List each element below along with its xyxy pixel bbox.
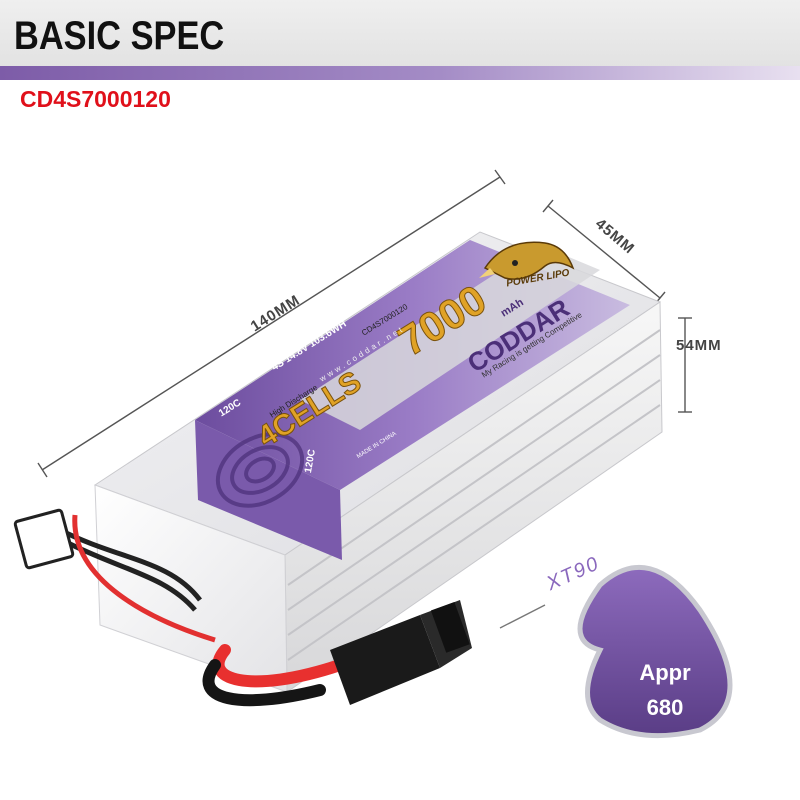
weight-badge — [577, 564, 733, 739]
header-stripe — [0, 66, 800, 80]
eagle-logo — [479, 241, 575, 280]
page-title: BASIC SPEC — [14, 14, 225, 58]
header-band — [0, 0, 800, 68]
weight-badge-line2: 680 — [646, 695, 684, 720]
dimension-lines — [37, 169, 692, 629]
balance-wires — [58, 514, 216, 643]
height-dimension-label: 54MM — [676, 337, 722, 354]
weight-badge-line1: Appr — [639, 660, 691, 685]
model-code: CD4S7000120 — [20, 86, 171, 112]
xt90-plug — [330, 600, 472, 705]
main-leads — [202, 644, 346, 707]
